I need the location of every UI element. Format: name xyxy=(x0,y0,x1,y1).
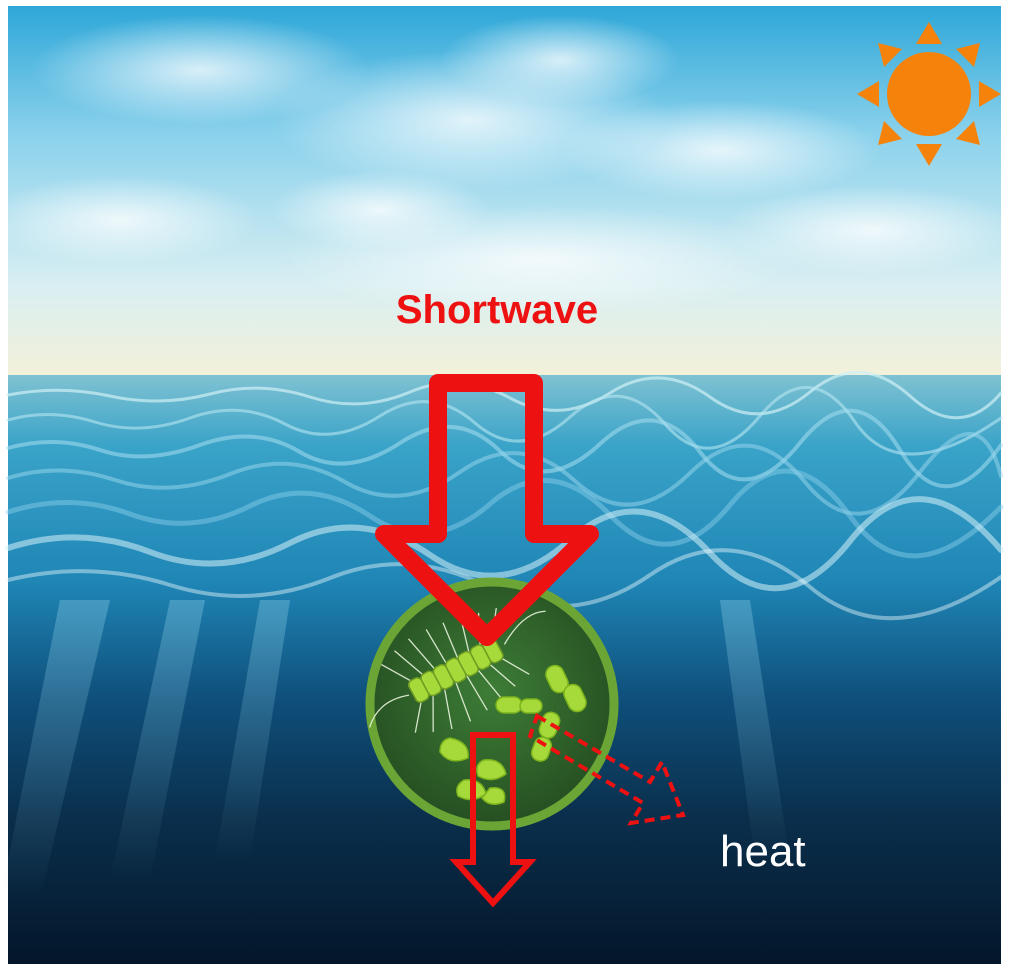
transmitted-light-arrow xyxy=(449,732,537,908)
ocean-waves xyxy=(5,371,1004,621)
shortwave-label: Shortwave xyxy=(395,288,599,332)
diatom-chain-icon xyxy=(368,607,546,733)
underwater-light-rays xyxy=(0,600,790,900)
clouds-icon xyxy=(0,15,1015,315)
shortwave-arrow xyxy=(375,374,599,646)
plankton-cell-icon xyxy=(365,577,619,831)
heat-arrow xyxy=(527,713,686,826)
heat-label: heat xyxy=(720,827,806,876)
sun-icon xyxy=(857,22,1001,166)
